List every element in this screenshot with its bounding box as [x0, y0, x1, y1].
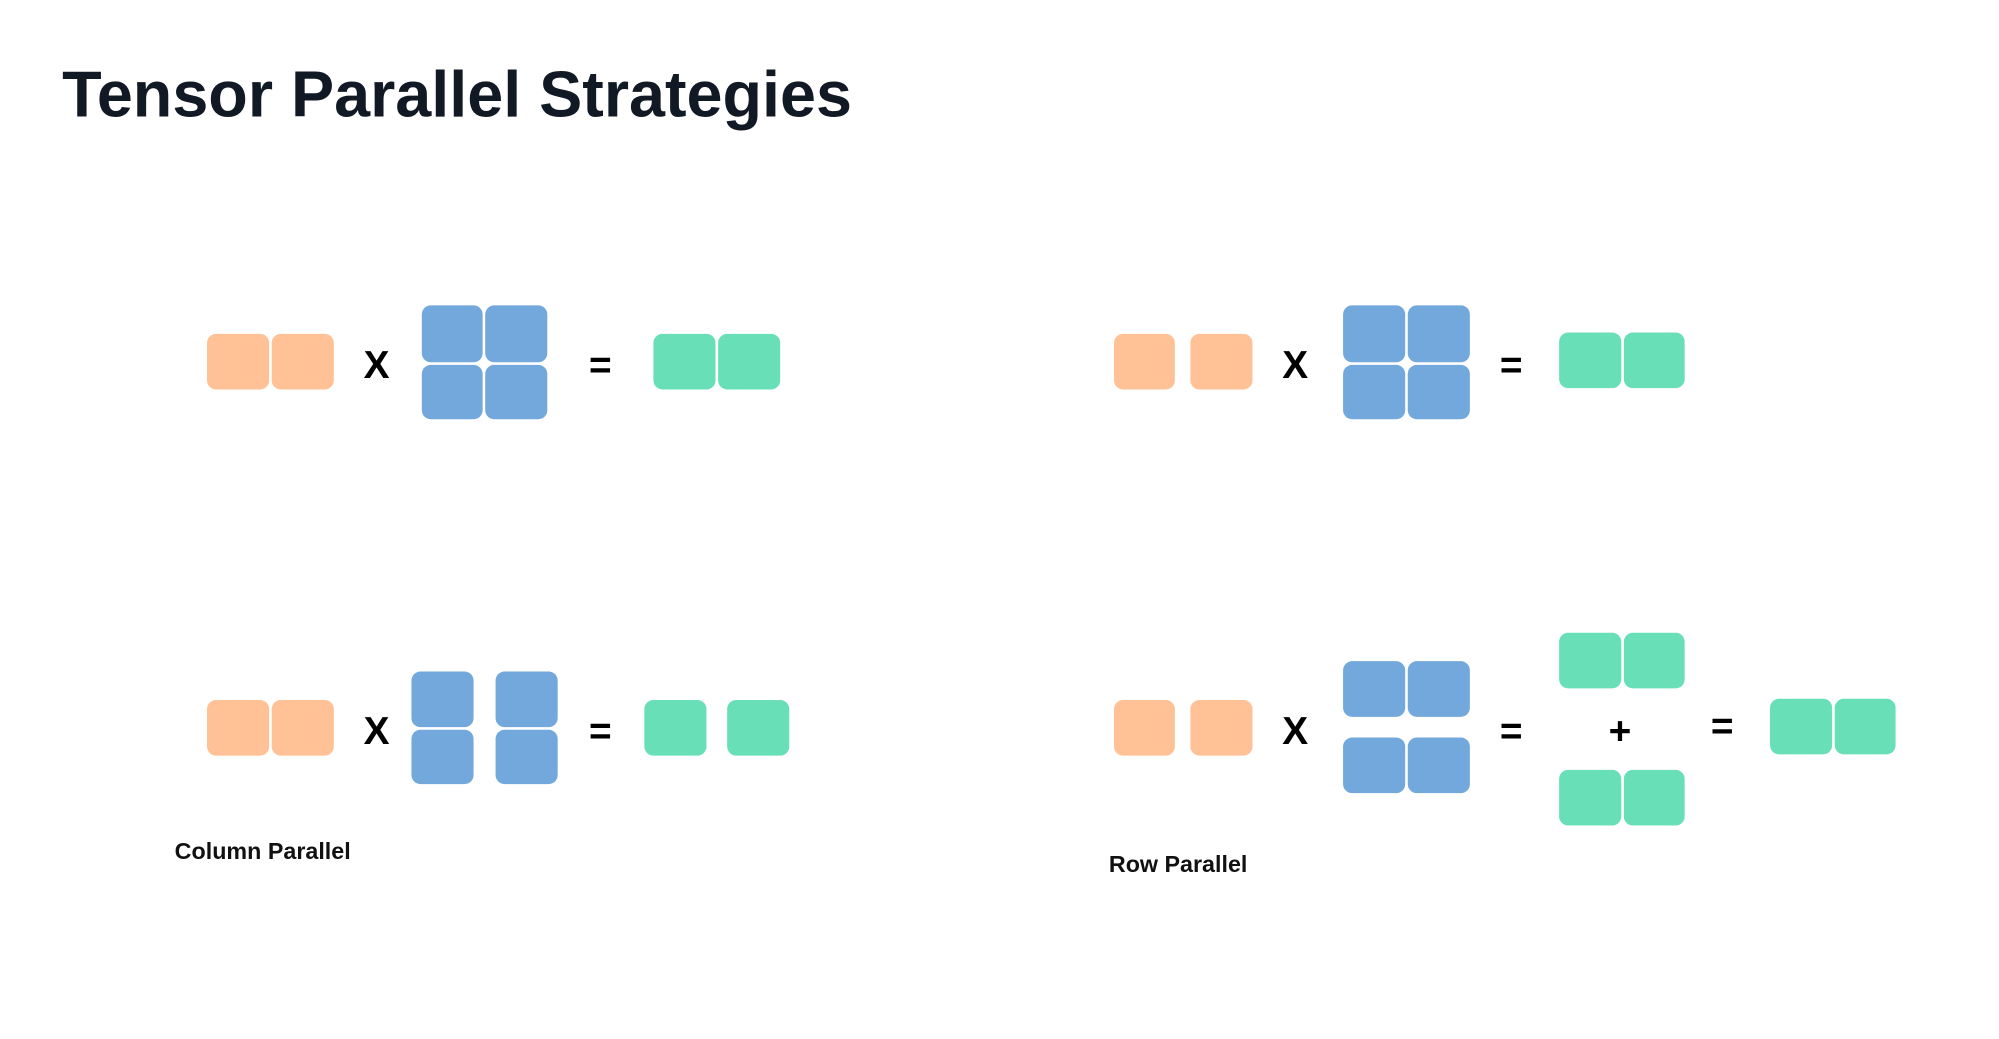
- equals-operator: =: [1710, 705, 1734, 748]
- partial-output-block: [1623, 632, 1685, 689]
- equals-operator: =: [1499, 710, 1523, 754]
- input-block: [207, 333, 270, 390]
- weight-block: [485, 364, 548, 420]
- weight-block: [1343, 661, 1406, 717]
- equals-operator: =: [589, 710, 612, 754]
- weight-block: [421, 305, 483, 363]
- output-block: [653, 333, 716, 390]
- times-operator: X: [1282, 344, 1309, 387]
- weight-block: [485, 305, 548, 363]
- weight-block: [1407, 305, 1470, 363]
- weight-block: [495, 729, 558, 785]
- input-block: [1190, 699, 1253, 756]
- weight-block: [1407, 661, 1470, 717]
- input-block: [271, 333, 334, 390]
- input-block: [271, 699, 334, 756]
- times-operator: X: [1282, 710, 1309, 754]
- partial-output-block: [1623, 769, 1685, 826]
- page-title: Tensor Parallel Strategies: [62, 58, 852, 131]
- output-block: [718, 333, 781, 390]
- weight-block: [1343, 737, 1406, 794]
- times-operator: X: [363, 344, 390, 387]
- equals-operator: =: [1499, 344, 1523, 387]
- partial-output-block: [1559, 632, 1622, 689]
- equals-operator: =: [589, 344, 612, 387]
- output-block: [644, 699, 707, 756]
- output-block: [1559, 332, 1622, 389]
- column-parallel-label: Column Parallel: [174, 838, 351, 865]
- output-block: [1623, 332, 1685, 389]
- times-operator: X: [363, 710, 390, 754]
- weight-block: [1343, 305, 1406, 363]
- input-block: [1114, 333, 1175, 390]
- plus-operator: +: [1608, 710, 1632, 754]
- weight-block: [411, 671, 474, 728]
- weight-block: [411, 729, 474, 785]
- output-block: [1770, 698, 1833, 755]
- input-block: [207, 699, 270, 756]
- row-parallel-label: Row Parallel: [1108, 851, 1248, 878]
- input-block: [1190, 333, 1253, 390]
- weight-block: [495, 671, 558, 728]
- input-block: [1114, 699, 1175, 756]
- weight-block: [421, 364, 483, 420]
- output-block: [727, 699, 790, 756]
- partial-output-block: [1559, 769, 1622, 826]
- weight-block: [1343, 364, 1406, 420]
- weight-block: [1407, 364, 1470, 420]
- output-block: [1834, 698, 1896, 755]
- weight-block: [1407, 737, 1470, 794]
